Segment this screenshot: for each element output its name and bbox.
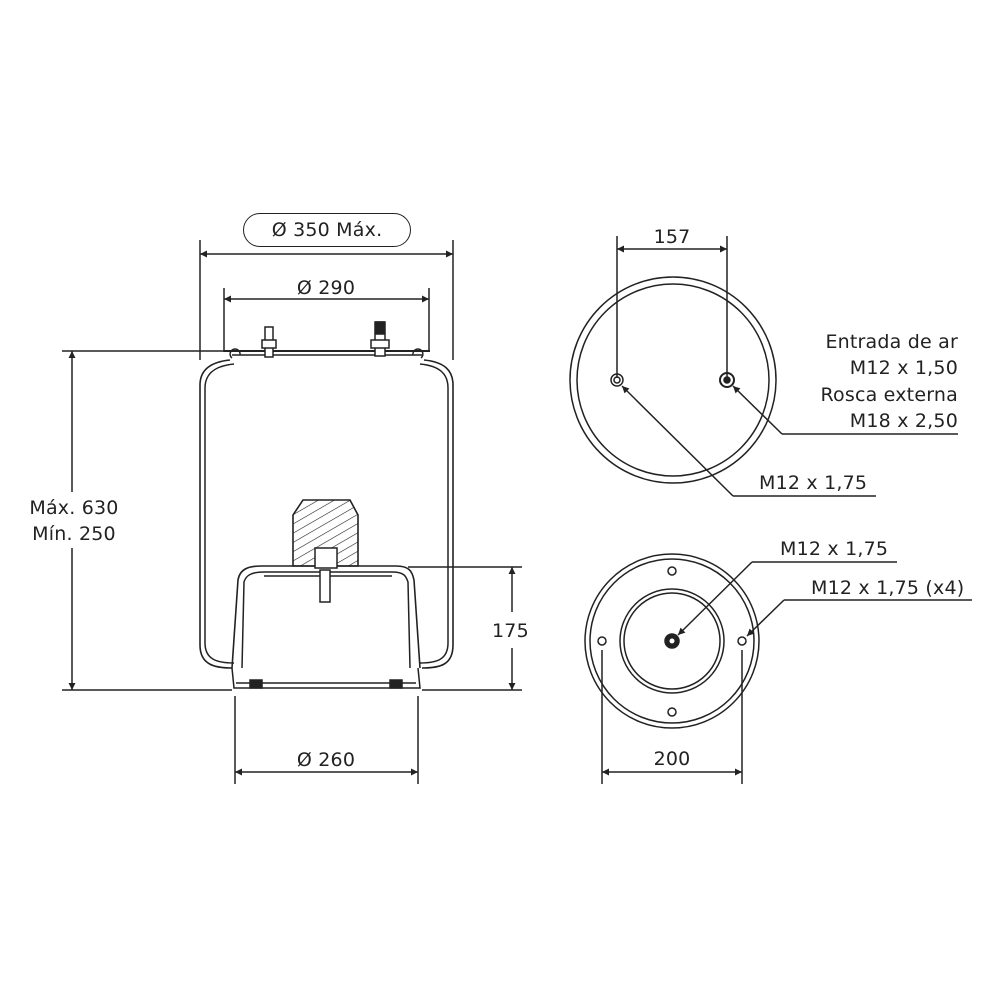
top-plate-diameter-label: Ø 290 (296, 277, 356, 299)
side-view (62, 240, 522, 784)
air-inlet-thread: M12 x 1,50 (849, 357, 958, 379)
max-diameter-label: Ø 350 Máx. (271, 219, 383, 241)
height-min-label: Mín. 250 (32, 523, 116, 545)
bottom-view (584, 553, 972, 784)
stud-spacing-label: 157 (653, 226, 691, 248)
air-inlet-title: Entrada de ar (825, 331, 958, 353)
bolt-circle-label: 200 (653, 748, 691, 770)
bolt-thread-label: M12 x 1,75 (x4) (811, 577, 965, 599)
external-thread-label: M18 x 2,50 (849, 410, 958, 432)
piston-height-label: 175 (492, 620, 529, 642)
external-thread-title: Rosca externa (820, 384, 958, 406)
center-thread-label: M12 x 1,75 (780, 538, 889, 560)
piston-diameter-label: Ø 260 (296, 749, 356, 771)
height-max-label: Máx. 630 (29, 497, 119, 519)
max-diameter-callout (243, 213, 411, 247)
stud-thread-label: M12 x 1,75 (759, 472, 868, 494)
top-view (569, 236, 958, 497)
